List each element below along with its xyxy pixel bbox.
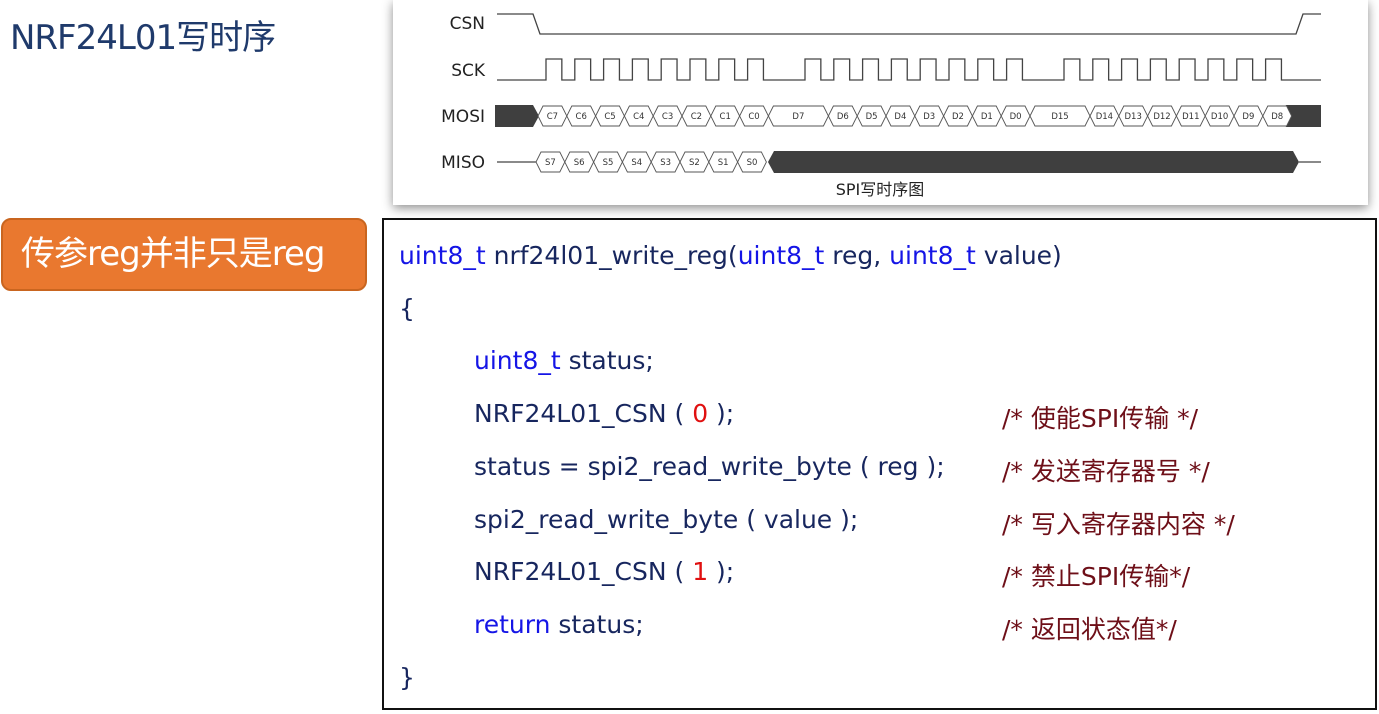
miso-bit-label: S7 [545, 158, 556, 168]
miso-bit-label: S5 [603, 158, 614, 168]
signal-label-sck: SCK [451, 61, 486, 81]
code-line-csn-high: NRF24L01_CSN ( 1 ); [474, 557, 734, 586]
signal-label-csn: CSN [450, 14, 485, 34]
code-text: NRF24L01_CSN ( [474, 557, 693, 586]
code-comment: /* 写入寄存器内容 */ [1002, 510, 1235, 539]
code-type: uint8_t [474, 346, 561, 375]
code-line-write-value: spi2_read_write_byte ( value ); [474, 505, 859, 534]
miso-waveform: S7 S6 S5 S4 S3 S2 S1 S0 [497, 151, 1321, 173]
mosi-bit-label: C6 [576, 112, 587, 122]
timing-diagram: CSN SCK MOSI MISO C7 C6 C5 C4 C3 C2 C1 C0 D7 D6 D5… [393, 0, 1368, 205]
timing-caption: SPI写时序图 [836, 180, 925, 199]
mosi-bit-label: D3 [923, 112, 935, 122]
mosi-idle-right [1280, 105, 1321, 127]
code-line-send-reg: status = spi2_read_write_byte ( reg ); [474, 452, 945, 481]
code-line-signature: uint8_t nrf24l01_write_reg(uint8_t reg, … [399, 241, 1062, 270]
mosi-bit-label: D8 [1271, 112, 1283, 122]
csn-waveform [497, 13, 1321, 35]
mosi-bit-cell [1262, 105, 1293, 127]
code-comment: /* 使能SPI传输 */ [1002, 404, 1199, 433]
mosi-idle-left [495, 105, 539, 127]
mosi-bit-label: D11 [1182, 112, 1199, 122]
code-text: status; [560, 346, 654, 375]
miso-bit-label: S6 [574, 158, 585, 168]
miso-bit-label: S3 [660, 158, 671, 168]
mosi-bit-label: C0 [748, 112, 759, 122]
mosi-bit-label: D4 [894, 112, 906, 122]
mosi-bit-label: D10 [1211, 112, 1228, 122]
code-type: uint8_t [889, 241, 976, 270]
code-comment: /* 发送寄存器号 */ [1002, 457, 1210, 486]
code-number: 0 [692, 399, 709, 428]
signal-label-mosi: MOSI [441, 107, 485, 127]
mosi-bit-label: D15 [1051, 112, 1068, 122]
mosi-bit-label: C5 [604, 112, 615, 122]
mosi-bit-label: D9 [1242, 112, 1254, 122]
code-text: NRF24L01_CSN ( [474, 399, 693, 428]
mosi-bit-label: C1 [720, 112, 731, 122]
mosi-waveform: C7 C6 C5 C4 C3 C2 C1 C0 D7 D6 D5 D4 D3 D2 D1 D0 D15 D14 D1… [495, 105, 1321, 127]
mosi-bit-label: C4 [633, 112, 644, 122]
code-text: status; [550, 610, 644, 639]
code-param: value) [975, 241, 1062, 270]
mosi-bit-label: C3 [662, 112, 673, 122]
mosi-bit-label: D7 [792, 112, 804, 122]
code-number: 1 [692, 557, 709, 586]
code-keyword: return [474, 610, 551, 639]
miso-bit-cell [737, 151, 767, 173]
code-comment: /* 返回状态值*/ [1002, 615, 1177, 644]
code-close-brace: } [399, 663, 415, 692]
miso-bit-label: S2 [689, 158, 700, 168]
mosi-bit-label: C7 [547, 112, 558, 122]
slide-title: NRF24L01写时序 [10, 18, 276, 58]
code-line-return: return status; [474, 610, 644, 639]
code-line-csn-low: NRF24L01_CSN ( 0 ); [474, 399, 734, 428]
miso-undefined-region [768, 151, 1299, 173]
code-type: uint8_t [737, 241, 825, 270]
mosi-bit-label: D5 [866, 112, 878, 122]
code-comment: /* 禁止SPI传输*/ [1002, 562, 1191, 591]
miso-bit-label: S0 [747, 158, 758, 168]
mosi-bit-label: D6 [837, 112, 849, 122]
mosi-bit-label: C2 [691, 112, 702, 122]
timing-diagram-svg: CSN SCK MOSI MISO C7 C6 C5 C4 C3 C2 C1 C0 D7 D6 D5… [441, 13, 1321, 199]
mosi-bit-label: D0 [1010, 112, 1022, 122]
mosi-bit-label: D14 [1096, 112, 1113, 122]
mosi-bit-label: D13 [1125, 112, 1142, 122]
mosi-bit-label: D2 [952, 112, 964, 122]
miso-bit-label: S4 [631, 158, 642, 168]
sck-waveform [497, 58, 1321, 81]
code-param: reg, [824, 241, 890, 270]
code-type: uint8_t [399, 241, 486, 270]
mosi-bit-label: D1 [981, 112, 993, 122]
note-badge: 传参reg并非只是reg [1, 218, 367, 291]
code-func-name: nrf24l01_write_reg( [485, 241, 738, 270]
miso-bit-label: S1 [718, 158, 729, 168]
code-text: ); [708, 399, 735, 428]
signal-label-miso: MISO [441, 153, 485, 173]
code-line-declaration: uint8_t status; [474, 346, 654, 375]
code-block: uint8_t nrf24l01_write_reg(uint8_t reg, … [382, 218, 1377, 710]
code-open-brace: { [399, 294, 415, 323]
code-text: ); [708, 557, 735, 586]
mosi-bit-label: D12 [1153, 112, 1170, 122]
